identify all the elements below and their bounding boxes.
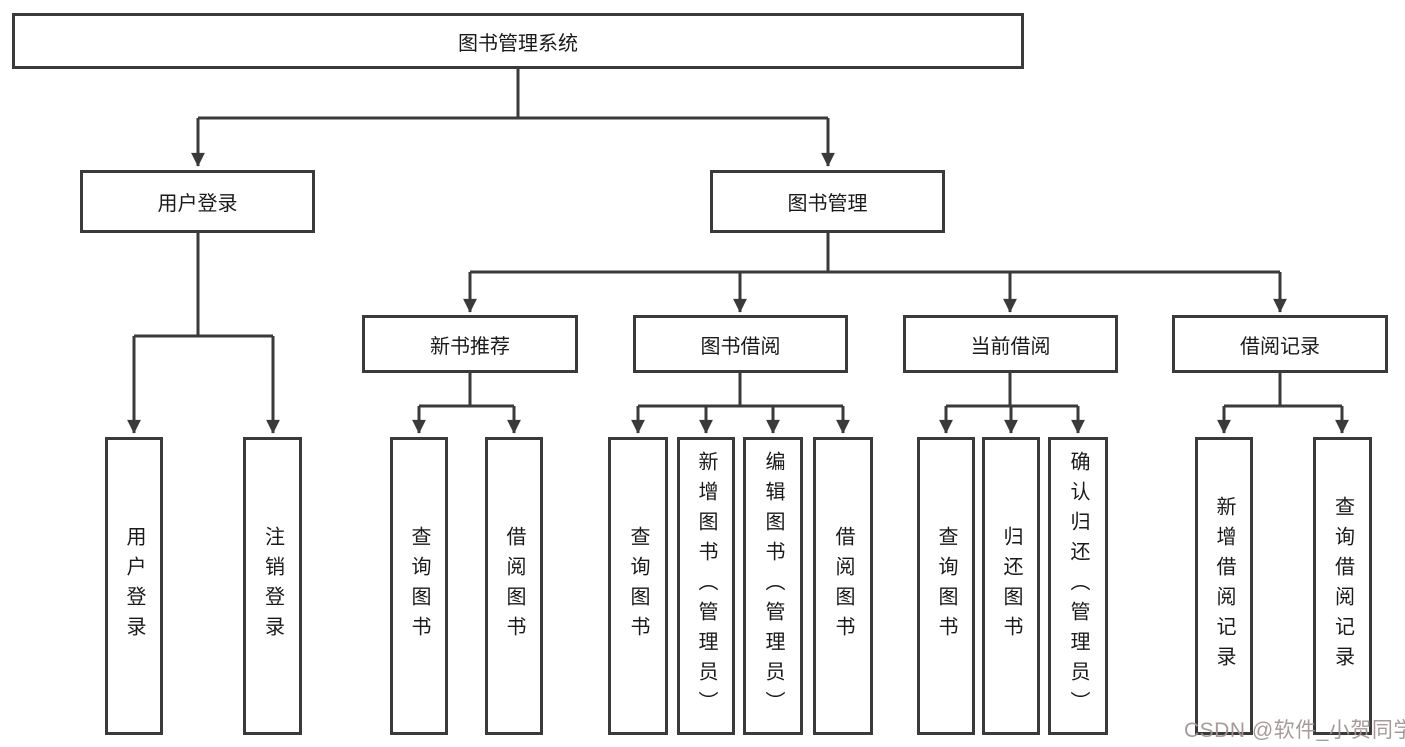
node-user-login: 用户登录: [80, 170, 315, 233]
node-leaf-return-books: 归还图书: [982, 437, 1040, 735]
node-leaf-query-books-recommend: 查询图书: [390, 437, 448, 735]
node-leaf-query-borrow-record: 查询借阅记录: [1313, 437, 1372, 735]
node-leaf-edit-books-admin: 编辑图书（管理员）: [743, 437, 803, 735]
node-book-borrow: 图书借阅: [633, 315, 848, 373]
node-leaf-logout: 注销登录: [243, 437, 302, 735]
node-leaf-add-books-admin: 新增图书（管理员）: [677, 437, 735, 735]
node-root: 图书管理系统: [12, 13, 1024, 69]
node-leaf-user-login: 用户登录: [105, 437, 163, 735]
node-book-management: 图书管理: [710, 170, 945, 233]
node-current-borrow: 当前借阅: [903, 315, 1118, 373]
node-new-book-recommend: 新书推荐: [362, 315, 578, 373]
watermark: CSDN @软件_小贺同学: [1184, 719, 1405, 742]
node-leaf-query-books-borrow: 查询图书: [608, 437, 668, 735]
node-leaf-confirm-return-admin: 确认归还（管理员）: [1048, 437, 1108, 735]
node-leaf-add-borrow-record: 新增借阅记录: [1195, 437, 1253, 735]
node-leaf-query-books-current: 查询图书: [917, 437, 975, 735]
node-leaf-borrow-books-recommend: 借阅图书: [485, 437, 543, 735]
node-leaf-borrow-books: 借阅图书: [813, 437, 873, 735]
node-borrow-records: 借阅记录: [1172, 315, 1388, 373]
